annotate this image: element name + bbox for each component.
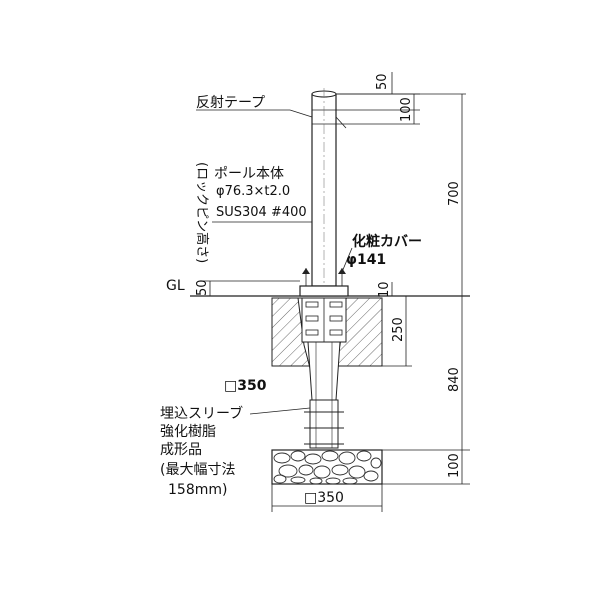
gravel-base <box>271 449 383 485</box>
sleeve-line4: (最大幅寸法 <box>160 462 235 478</box>
pole-spec-label: φ76.3×t2.0 <box>216 184 290 199</box>
dim-250: 250 <box>391 317 406 342</box>
dim-700: 700 <box>447 181 462 206</box>
pole-body-label: ポール本体 <box>214 166 284 182</box>
cosmetic-cover-dia-label: φ141 <box>346 252 386 268</box>
dim-100-top: 100 <box>399 97 414 122</box>
sleeve-line3: 成形品 <box>160 442 202 458</box>
sleeve-line5: 158mm) <box>168 482 227 498</box>
reflective-tape-label: 反射テープ <box>196 95 265 111</box>
dimension-lines <box>209 72 470 512</box>
dim-10: 10 <box>377 281 392 298</box>
lock-pin-height-label: (ロックピン高さ) <box>194 162 210 263</box>
pole-material-label: SUS304 #400 <box>216 205 307 220</box>
leader-lines <box>196 109 353 415</box>
dim-50-gl: 50 <box>195 279 210 296</box>
dim-100-bottom: 100 <box>447 453 462 478</box>
dim-840: 840 <box>447 367 462 392</box>
embedded-sleeve <box>301 297 347 449</box>
bottom-350-label: □350 <box>304 490 344 506</box>
gl-label: GL <box>166 278 185 294</box>
cosmetic-cover-label: 化粧カバー <box>352 233 422 250</box>
dim-50-top: 50 <box>375 73 390 90</box>
sleeve-line1: 埋込スリーブ <box>160 405 243 422</box>
sleeve-line2: 強化樹脂 <box>160 424 216 440</box>
square-350-label: □350 <box>224 378 267 394</box>
pole-body <box>311 88 337 430</box>
